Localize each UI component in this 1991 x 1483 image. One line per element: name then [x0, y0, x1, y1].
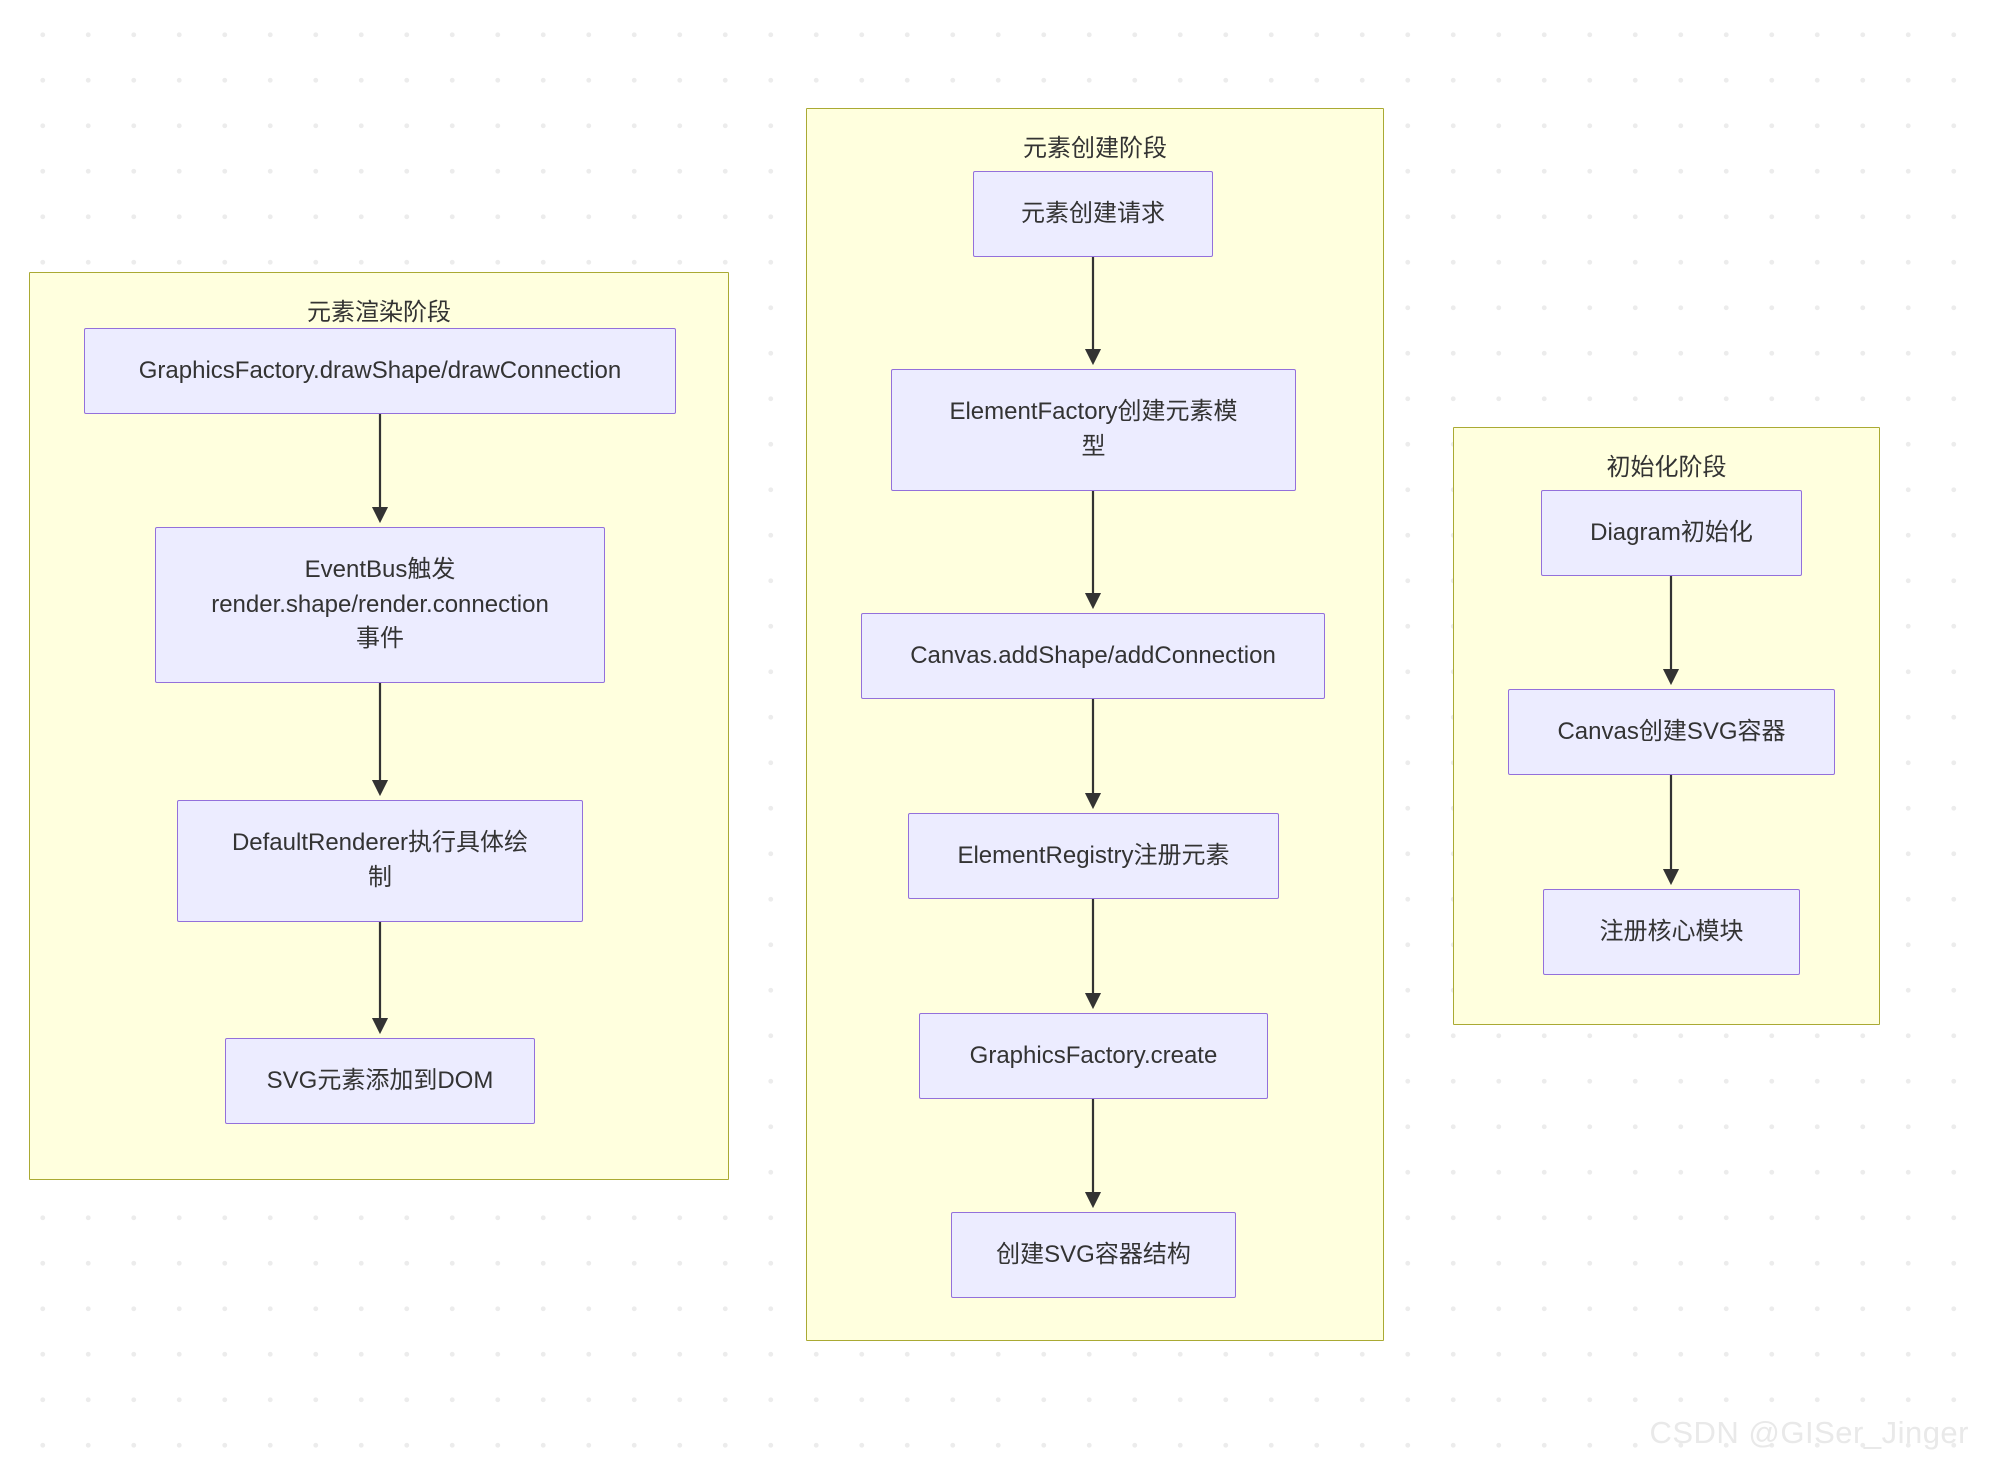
- node-label: 元素创建请求: [1021, 199, 1165, 227]
- node-label-line-2: 型: [1081, 433, 1106, 460]
- node-label-line-1: DefaultRenderer执行具体绘: [231, 829, 529, 857]
- node-diagram-init[interactable]: Diagram初始化: [1541, 490, 1802, 576]
- node-canvas-create-svg[interactable]: Canvas创建SVG容器: [1508, 689, 1835, 775]
- node-label: 注册核心模块: [1599, 917, 1744, 945]
- node-graphics-factory-draw[interactable]: GraphicsFactory.drawShape/drawConnection: [84, 328, 676, 414]
- node-label-line-1: EventBus触发: [304, 555, 456, 583]
- node-label: GraphicsFactory.drawShape/drawConnection: [138, 356, 622, 384]
- node-register-core-modules[interactable]: 注册核心模块: [1543, 889, 1800, 975]
- node-label: ElementRegistry注册元素: [957, 841, 1230, 869]
- node-graphics-factory-create[interactable]: GraphicsFactory.create: [919, 1013, 1268, 1099]
- node-label: 创建SVG容器结构: [996, 1240, 1191, 1268]
- node-element-create-request[interactable]: 元素创建请求: [973, 171, 1213, 257]
- node-element-factory-model[interactable]: ElementFactory创建元素模 型: [891, 369, 1296, 491]
- node-element-registry[interactable]: ElementRegistry注册元素: [908, 813, 1279, 899]
- node-label: Diagram初始化: [1590, 518, 1753, 546]
- node-label-line-3: 事件: [356, 625, 404, 653]
- cluster-title-create-phase: 元素创建阶段: [1023, 135, 1167, 162]
- cluster-title-render-phase: 元素渲染阶段: [307, 299, 451, 326]
- node-label: Canvas.addShape/addConnection: [910, 641, 1276, 669]
- node-canvas-add-shape[interactable]: Canvas.addShape/addConnection: [861, 613, 1325, 699]
- node-label: SVG元素添加到DOM: [266, 1066, 494, 1094]
- node-label-line-2: 制: [368, 864, 392, 891]
- node-eventbus-trigger[interactable]: EventBus触发 render.shape/render.connectio…: [155, 527, 605, 683]
- node-label: Canvas创建SVG容器: [1557, 717, 1786, 745]
- node-create-svg-structure[interactable]: 创建SVG容器结构: [951, 1212, 1236, 1298]
- watermark: CSDN @GISer_Jinger: [1649, 1415, 1969, 1450]
- node-label: GraphicsFactory.create: [969, 1041, 1218, 1069]
- cluster-title-init-phase: 初始化阶段: [1606, 454, 1727, 481]
- node-label-line-1: ElementFactory创建元素模: [949, 398, 1238, 426]
- node-default-renderer[interactable]: DefaultRenderer执行具体绘 制: [177, 800, 583, 922]
- cluster-create-phase: 元素创建阶段: [806, 108, 1384, 1341]
- node-label-line-2: render.shape/render.connection: [211, 590, 549, 618]
- node-svg-append-dom[interactable]: SVG元素添加到DOM: [225, 1038, 535, 1124]
